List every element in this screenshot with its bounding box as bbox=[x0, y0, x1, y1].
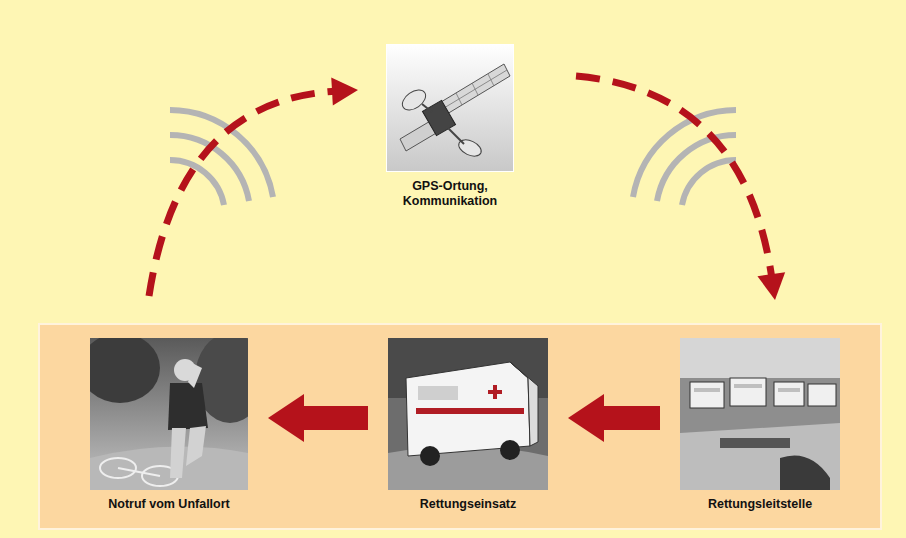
node-caption: GPS-Ortung, Kommunikation bbox=[386, 179, 514, 209]
node-caption: Rettungseinsatz bbox=[388, 497, 548, 512]
ambulance-photo bbox=[388, 338, 548, 490]
node-caption: Rettungsleitstelle bbox=[680, 497, 840, 512]
block-arrow bbox=[568, 394, 660, 442]
signal-arrow bbox=[149, 77, 358, 296]
satellite-picture bbox=[386, 44, 514, 172]
photo-node: Notruf vom Unfallort bbox=[90, 338, 248, 512]
node-caption: Notruf vom Unfallort bbox=[90, 497, 248, 512]
block-arrow bbox=[268, 394, 368, 442]
photo-node: Rettungsleitstelle bbox=[680, 338, 840, 512]
satellite-node: GPS-Ortung, Kommunikation bbox=[386, 44, 514, 209]
photo-node: Rettungseinsatz bbox=[388, 338, 548, 512]
control-room-photo bbox=[680, 338, 840, 490]
accident-photo bbox=[90, 338, 248, 490]
signal-arrow bbox=[576, 76, 785, 300]
